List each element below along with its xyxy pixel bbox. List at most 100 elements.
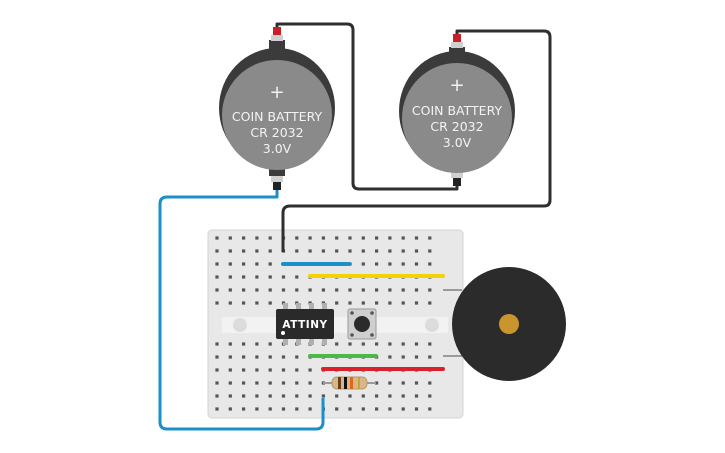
breadboard-hole: [268, 355, 272, 359]
breadboard-hole: [388, 236, 392, 240]
breadboard-hole: [375, 342, 379, 346]
breadboard-hole: [268, 249, 272, 253]
breadboard-hole: [348, 342, 352, 346]
breadboard-hole: [295, 368, 299, 372]
breadboard-hole: [375, 407, 379, 411]
breadboard-hole: [428, 355, 432, 359]
breadboard-hole: [414, 394, 419, 398]
breadboard-hole: [335, 394, 339, 398]
breadboard-hole: [308, 249, 312, 253]
breadboard-hole: [428, 394, 432, 398]
breadboard-hole: [361, 301, 365, 305]
breadboard-hole: [295, 249, 299, 253]
breadboard-hole: [428, 249, 432, 253]
resistor[interactable]: [323, 376, 376, 390]
breadboard-hole: [215, 394, 219, 398]
breadboard-hole: [361, 288, 365, 292]
breadboard-hole: [228, 407, 232, 411]
breadboard-hole: [401, 301, 405, 305]
breadboard-hole: [388, 249, 392, 253]
breadboard-hole: [428, 236, 432, 240]
breadboard-hole: [281, 381, 286, 385]
breadboard-hole: [335, 301, 339, 305]
breadboard-hole: [295, 394, 299, 398]
battery-1-plus-icon: +: [269, 82, 284, 103]
breadboard-hole: [242, 288, 246, 292]
breadboard-hole: [388, 342, 392, 346]
breadboard-hole: [281, 355, 286, 359]
breadboard-hole: [215, 368, 219, 372]
breadboard-hole: [375, 236, 379, 240]
breadboard-hole: [215, 275, 219, 279]
breadboard: [207, 229, 464, 419]
breadboard-hole: [388, 407, 392, 411]
breadboard-hole: [414, 381, 419, 385]
breadboard-hole: [348, 301, 352, 305]
breadboard-hole: [228, 342, 232, 346]
breadboard-hole: [255, 288, 259, 292]
breadboard-hole: [268, 275, 272, 279]
breadboard-hole: [414, 342, 419, 346]
breadboard-hole: [255, 236, 259, 240]
breadboard-hole: [348, 236, 352, 240]
breadboard-hole: [281, 275, 286, 279]
breadboard-hole: [268, 288, 272, 292]
breadboard-hole: [242, 275, 246, 279]
breadboard-hole: [388, 394, 392, 398]
breadboard-hole: [242, 236, 246, 240]
breadboard-hole: [321, 236, 325, 240]
breadboard-hole: [281, 407, 286, 411]
breadboard-hole: [242, 342, 246, 346]
breadboard-hole: [414, 249, 419, 253]
breadboard-hole: [335, 407, 339, 411]
breadboard-hole: [255, 355, 259, 359]
breadboard-hole: [375, 262, 379, 266]
breadboard-hole: [255, 368, 259, 372]
breadboard-hole: [268, 262, 272, 266]
breadboard-hole: [348, 394, 352, 398]
breadboard-hole: [388, 262, 392, 266]
breadboard-hole: [215, 355, 219, 359]
breadboard-hole: [228, 394, 232, 398]
breadboard-hole: [321, 249, 325, 253]
black-wire-battery-to-breadboard[interactable]: [281, 29, 552, 252]
breadboard-hole: [401, 355, 405, 359]
breadboard-hole: [255, 301, 259, 305]
battery-2-plus-icon: +: [449, 75, 464, 96]
battery-1-label: COIN BATTERY: [232, 109, 323, 124]
breadboard-hole: [268, 236, 272, 240]
breadboard-hole: [308, 288, 312, 292]
coin-battery-1[interactable]: + COIN BATTERY CR 2032 3.0V: [219, 27, 335, 190]
breadboard-hole: [375, 394, 379, 398]
attiny-chip[interactable]: ATTINY: [276, 303, 334, 345]
breadboard-hole: [228, 381, 232, 385]
breadboard-hole: [242, 262, 246, 266]
breadboard-hole: [428, 342, 432, 346]
breadboard-hole: [361, 236, 365, 240]
piezo-buzzer[interactable]: [443, 267, 566, 381]
breadboard-hole: [228, 249, 232, 253]
breadboard-hole: [242, 368, 246, 372]
battery-2-model: CR 2032: [430, 119, 483, 134]
breadboard-hole: [268, 407, 272, 411]
breadboard-hole: [335, 288, 339, 292]
breadboard-hole: [375, 249, 379, 253]
pushbutton[interactable]: [347, 308, 377, 340]
black-wire-battery-series[interactable]: [275, 22, 459, 191]
blue-wire-battery-to-breadboard[interactable]: [158, 190, 325, 431]
breadboard-hole: [242, 381, 246, 385]
breadboard-hole: [388, 288, 392, 292]
breadboard-hole: [348, 249, 352, 253]
breadboard-hole: [308, 407, 312, 411]
battery-1-voltage: 3.0V: [263, 141, 292, 156]
breadboard-hole: [308, 368, 312, 372]
battery-2-voltage: 3.0V: [443, 135, 472, 150]
breadboard-hole: [295, 407, 299, 411]
coin-battery-2[interactable]: + COIN BATTERY CR 2032 3.0V: [399, 34, 515, 186]
breadboard-hole: [228, 236, 232, 240]
breadboard-hole: [268, 301, 272, 305]
breadboard-hole: [401, 394, 405, 398]
breadboard-hole: [268, 368, 272, 372]
breadboard-hole: [242, 394, 246, 398]
breadboard-hole: [228, 368, 232, 372]
